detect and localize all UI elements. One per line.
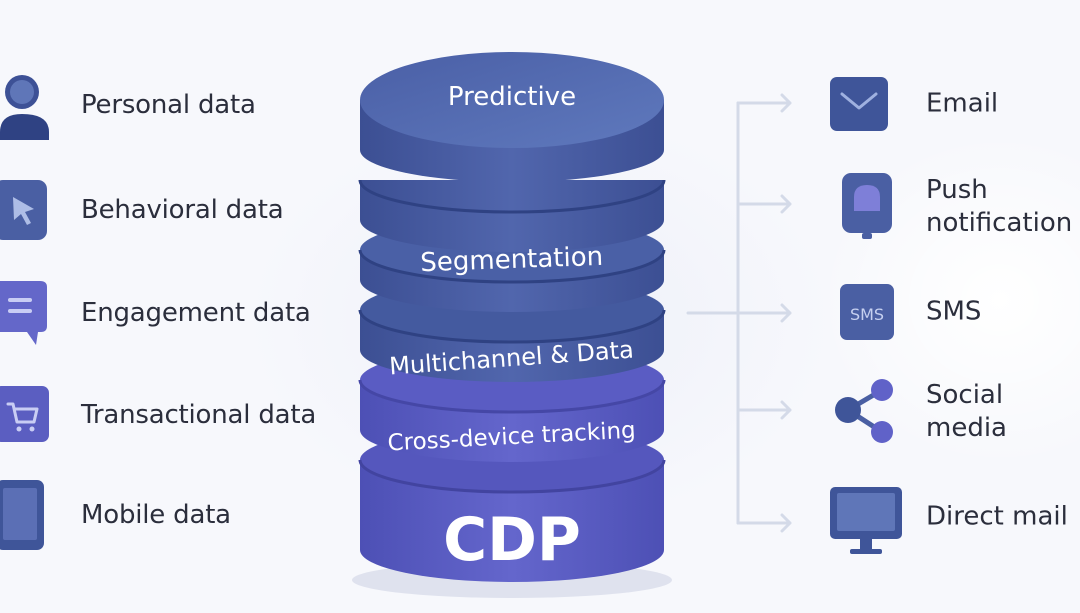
layer-predictive [360,52,664,182]
source-label: Engagement data [81,298,311,328]
output-label: SMS [926,296,982,327]
source-label: Mobile data [81,500,231,530]
source-personal-data: Personal data [0,70,340,140]
shopping-cart-icon [0,386,49,442]
source-label: Transactional data [81,400,317,430]
push-notification-icon [842,173,892,239]
arrow-email [736,93,792,113]
source-engagement-data: Engagement data [0,278,340,348]
output-social-media: Social media [820,372,1080,452]
source-mobile-data: Mobile data [0,480,340,550]
cdp-label: CDP [443,505,581,575]
envelope-icon [830,77,888,131]
output-label: Push notification [926,175,1073,238]
cdp-stack: Predictive Segmentation Multichannel & D… [352,52,672,598]
output-direct-mail: Direct mail [820,477,1080,557]
segmentation-label: Segmentation [420,242,604,278]
arrow-sms [736,303,792,323]
arrow-direct-mail [736,513,792,533]
source-label: Personal data [81,90,256,120]
sms-icon: SMS [840,284,894,340]
person-icon [0,75,49,140]
source-label: Behavioral data [81,195,284,225]
arrow-social [736,400,792,420]
source-behavioral-data: Behavioral data [0,175,340,245]
output-label: Direct mail [926,501,1068,532]
layer-band [358,179,666,252]
chat-bubble-icon [0,281,47,345]
output-sms: SMS SMS [820,272,1080,352]
output-email: Email [820,64,1080,144]
connector-lines [686,93,792,533]
sms-icon-text: SMS [850,305,884,324]
cursor-icon [0,180,47,240]
predictive-label: Predictive [448,82,576,112]
output-label: Email [926,88,999,119]
output-label: Social media [926,380,1007,443]
mobile-phone-icon [0,480,44,550]
source-transactional-data: Transactional data [0,380,340,450]
monitor-icon [830,487,902,554]
share-icon [835,379,893,443]
output-push-notification: Push notification [820,167,1080,247]
arrow-push [736,194,792,214]
